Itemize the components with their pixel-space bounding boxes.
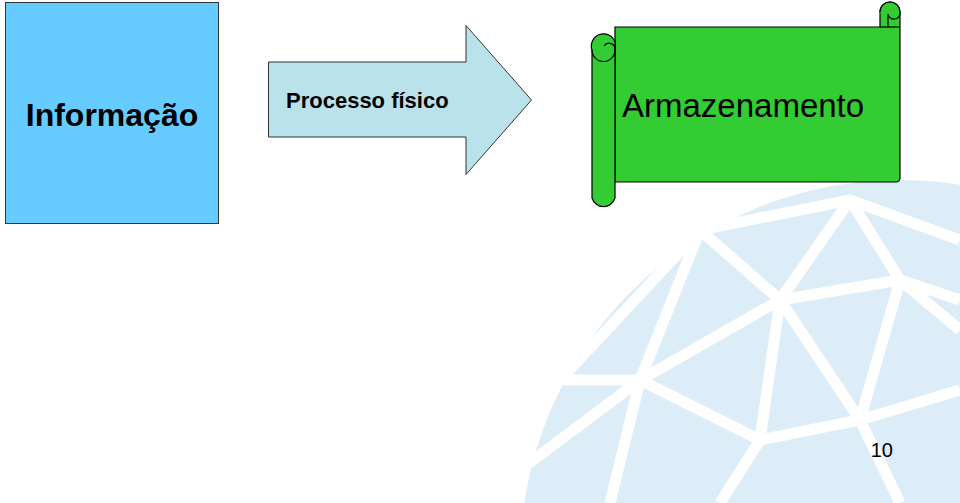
node-label: Processo físico <box>286 88 449 114</box>
node-label: Informação <box>26 97 198 134</box>
page-number: 10 <box>871 439 893 462</box>
process-arrow: Processo físico <box>268 25 532 175</box>
storage-scroll: Armazenamento <box>590 2 903 208</box>
info-box: Informação <box>5 2 219 224</box>
node-label: Armazenamento <box>622 87 864 125</box>
